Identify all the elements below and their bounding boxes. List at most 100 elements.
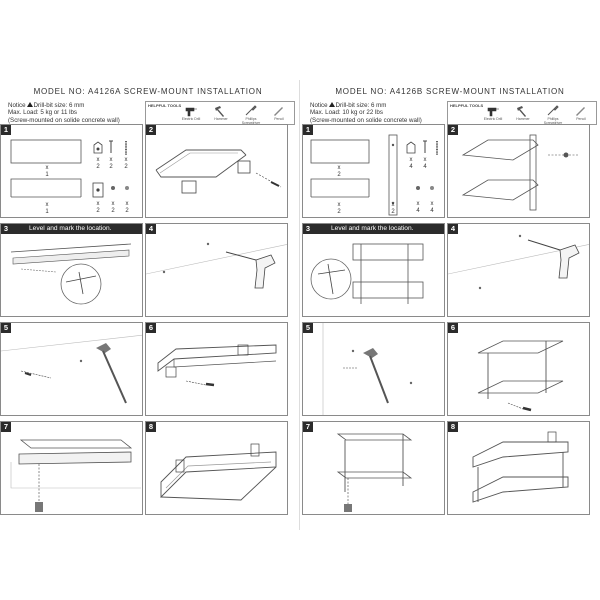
parts-illustration [310, 134, 438, 216]
qty-rail-x: x [45, 202, 49, 208]
electric-drill-icon [185, 107, 197, 117]
step-number: 4 [448, 224, 458, 234]
model-title: MODEL NO: A4126A SCREW-MOUNT INSTALLATIO… [33, 87, 263, 96]
step-4-panel: 4 [145, 223, 288, 317]
qty-screw-x: x [423, 157, 427, 163]
notice-block: Notice Drill-bit size: 6 mm Max. Load: 10… [310, 102, 422, 124]
tool-label: Electric Drill [483, 117, 503, 121]
step-number: 3 [303, 224, 313, 234]
qty-nut-n: 2 [111, 208, 115, 214]
step-6-panel: 6 [145, 322, 288, 416]
steps-grid: 1 x 1 x 1 x 2 x 2 x 2 [0, 124, 296, 524]
qty-rail-x: x [337, 202, 341, 208]
hammer-anchor-illustration [322, 323, 413, 415]
pencil-icon [274, 107, 283, 116]
tool-label: Electric Drill [181, 117, 201, 121]
drill-bit-size: Drill-bit size: 6 mm [335, 102, 387, 109]
qty-screw-x: x [109, 157, 113, 163]
step-7-panel: 7 [0, 421, 143, 515]
mount-note: (Screw-mounted on solide concrete wall) [8, 116, 120, 124]
tool-screwdriver: Phillips Screwdriver [236, 105, 266, 125]
step-number: 1 [1, 125, 11, 135]
qty-screw-n: 2 [109, 164, 113, 170]
attach-shelf-illustration [477, 340, 564, 412]
step-number: 2 [448, 125, 458, 135]
qty-nut-n: 4 [416, 208, 420, 214]
tool-hammer: Hammer [508, 105, 538, 125]
step-number: 7 [303, 422, 313, 432]
step-5-panel: 5 [302, 322, 445, 416]
helpful-tools-title: HELPFUL TOOLS [450, 103, 484, 108]
notice-label: Notice [310, 102, 328, 109]
electric-drill-icon [487, 107, 499, 117]
instruction-sheet-a4126b: MODEL NO: A4126B SCREW-MOUNT INSTALLATIO… [302, 0, 600, 600]
helpful-tools-title: HELPFUL TOOLS [148, 103, 182, 108]
helpful-tools-box: HELPFUL TOOLS Electric Drill Hammer Phil… [447, 101, 597, 125]
hammer-icon [517, 106, 526, 117]
qty-bracket-x: x [409, 157, 413, 163]
shelf-assembly-illustration [155, 149, 282, 194]
qty-bracket-n: 2 [96, 164, 100, 170]
tool-label: Hammer [516, 117, 530, 121]
underside-fix-illustration [336, 433, 413, 512]
hammer-icon [215, 106, 224, 117]
step-3-panel: Level and mark the location. 3 [0, 223, 143, 317]
qty-cap-x: x [125, 201, 129, 207]
max-load: Max. Load: 10 kg or 22 lbs [310, 109, 383, 117]
mount-note: (Screw-mounted on solide concrete wall) [310, 116, 422, 124]
qty-shelf-n: 2 [337, 172, 341, 178]
warning-icon [328, 102, 335, 107]
underside-fix-illustration [10, 439, 141, 512]
drill-bit-size: Drill-bit size: 6 mm [33, 102, 85, 109]
step-number: 5 [1, 323, 11, 333]
step-2-panel: 2 [447, 124, 590, 218]
qty-cap-x: x [430, 201, 434, 207]
tool-drill: Electric Drill [478, 105, 508, 125]
tool-screwdriver: Phillips Screwdriver [538, 105, 568, 125]
qty-shelf-x: x [337, 165, 341, 171]
parts-illustration [10, 139, 129, 198]
step-number: 4 [146, 224, 156, 234]
tool-drill: Electric Drill [176, 105, 206, 125]
instruction-sheet-a4126a: MODEL NO: A4126A SCREW-MOUNT INSTALLATIO… [0, 87, 296, 524]
step-8-panel: 8 [447, 421, 590, 515]
qty-upright-n: 2 [391, 209, 395, 215]
qty-bracket-n: 4 [409, 164, 413, 170]
two-tier-assembly-illustration [461, 134, 578, 211]
drill-holes-illustration [448, 234, 589, 290]
step-1-panel: 1 x 2 x 2 x 2 x 4 x 4 x [302, 124, 445, 218]
step-2-panel: 2 [145, 124, 288, 218]
steps-grid: 1 x 2 x 2 x 2 x 4 x 4 x [302, 124, 598, 524]
step-number: 2 [146, 125, 156, 135]
qty-upright-x: x [391, 202, 395, 208]
tool-label: Phillips Screwdriver [241, 117, 261, 125]
attach-shelf-illustration [157, 344, 277, 387]
step-5-panel: 5 [0, 322, 143, 416]
tool-label: Pencil [274, 117, 284, 121]
qty-screw-n: 4 [423, 164, 427, 170]
step-8-panel: 8 [145, 421, 288, 515]
step-number: 8 [448, 422, 458, 432]
qty-plate-n: 2 [96, 208, 100, 214]
pencil-icon [576, 107, 585, 116]
qty-bolt-x: x [124, 157, 128, 163]
step-3-panel: Level and mark the location. 3 [302, 223, 445, 317]
qty-shelf-n: 1 [45, 172, 49, 178]
screwdriver-icon [245, 105, 257, 116]
helpful-tools-box: HELPFUL TOOLS Electric Drill Hammer Phil… [145, 101, 295, 125]
level-mark-illustration [310, 243, 424, 304]
tool-pencil: Pencil [264, 105, 294, 125]
qty-bolt-n: 2 [124, 164, 128, 170]
step-number: 7 [1, 422, 11, 432]
screwdriver-icon [547, 105, 559, 116]
step-number: 6 [146, 323, 156, 333]
qty-nut-x: x [416, 201, 420, 207]
tool-label: Phillips Screwdriver [543, 117, 563, 125]
qty-rail-n: 1 [45, 209, 49, 215]
qty-cap-n: 4 [430, 208, 434, 214]
qty-shelf-x: x [45, 165, 49, 171]
drill-holes-illustration [146, 242, 287, 289]
step-6-panel: 6 [447, 322, 590, 416]
model-title: MODEL NO: A4126B SCREW-MOUNT INSTALLATIO… [335, 87, 565, 96]
step-number: 3 [1, 224, 11, 234]
